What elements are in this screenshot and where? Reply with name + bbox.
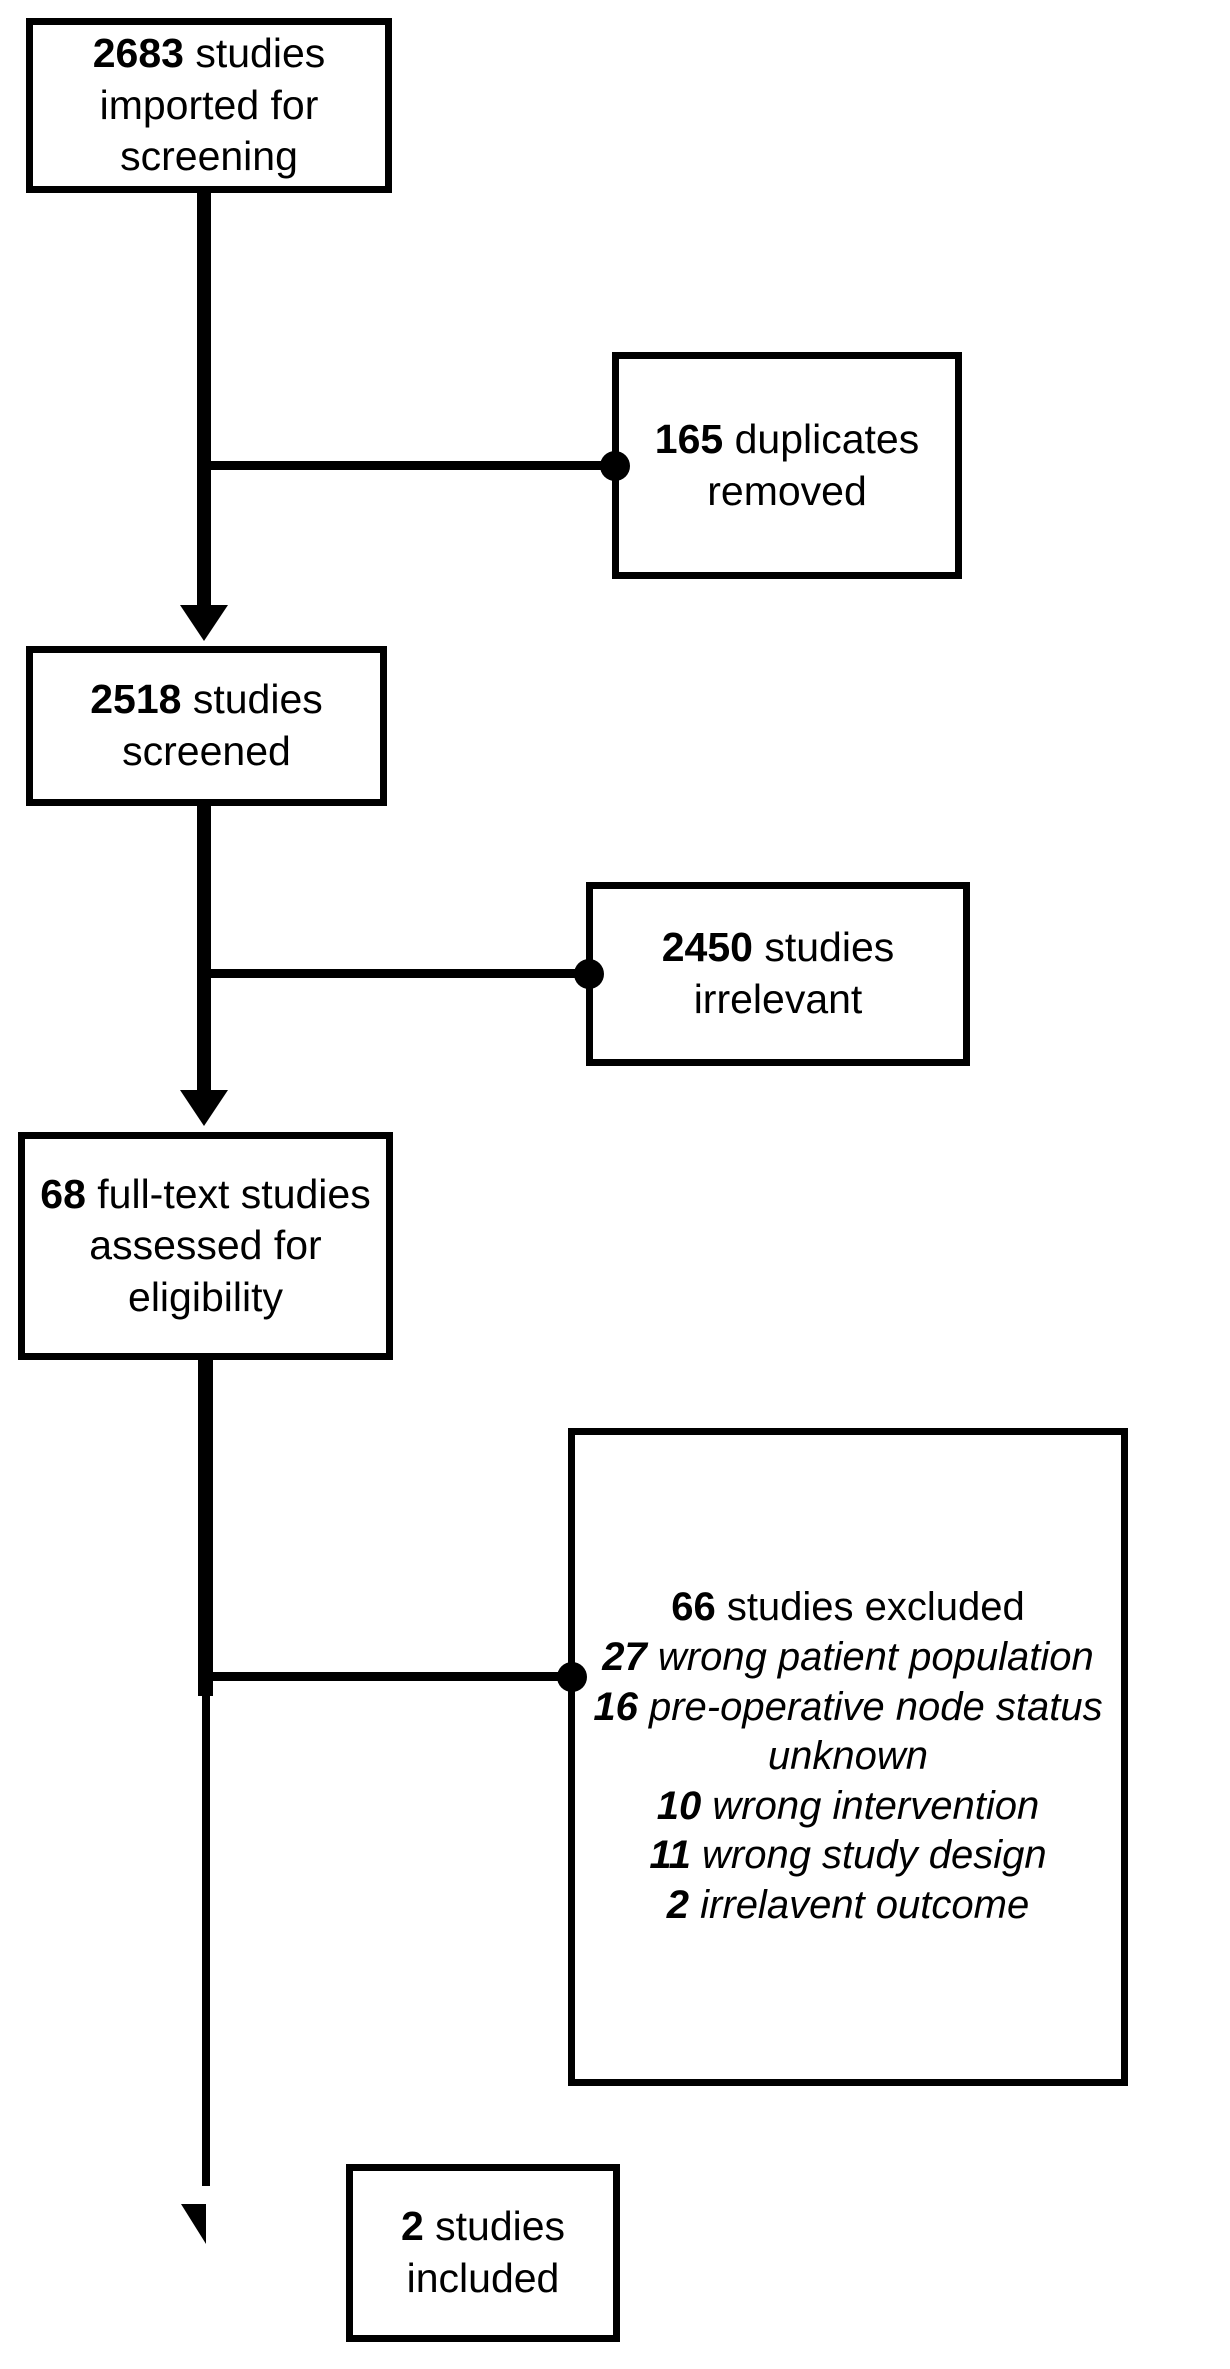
excluded-reason-0-count: 27 [602, 1635, 647, 1680]
excluded-reason-0-label: wrong patient population [646, 1635, 1094, 1680]
connector-fulltext-spine-upper [198, 1360, 213, 1696]
node-irrelevant-text: 2450 studies irrelevant [593, 922, 963, 1025]
node-duplicates-count: 165 [654, 415, 724, 462]
node-studies-excluded: 66 studies excluded 27 wrong patient pop… [568, 1428, 1128, 2086]
arrow-down-icon [180, 1090, 228, 1126]
excluded-reason-1-label: pre-operative node status unknown [637, 1684, 1103, 1779]
connector-ball-excluded [557, 1662, 587, 1692]
node-duplicates-removed: 165 duplicates removed [612, 352, 962, 579]
excluded-reason-4-label: irrelavent outcome [689, 1882, 1030, 1927]
node-studies-screened: 2518 studies screened [26, 646, 387, 806]
excluded-reason-1-count: 16 [593, 1684, 638, 1729]
node-duplicates-text: 165 duplicates removed [619, 414, 955, 517]
node-excluded-text: 66 studies excluded 27 wrong patient pop… [575, 1583, 1121, 1930]
node-screened-label: studies screened [122, 676, 323, 774]
connector-screened-to-irrelevant [203, 969, 599, 978]
excluded-reason-2: 10 wrong intervention [581, 1782, 1115, 1832]
excluded-reason-3-count: 11 [649, 1833, 691, 1878]
node-imported-text: 2683 studies imported for screening [33, 28, 385, 183]
node-studies-irrelevant: 2450 studies irrelevant [586, 882, 970, 1066]
arrow-down-icon [180, 605, 228, 641]
connector-imported-to-screened [197, 193, 211, 617]
excluded-header-label: studies excluded [715, 1585, 1025, 1630]
node-studies-imported: 2683 studies imported for screening [26, 18, 392, 193]
node-imported-count: 2683 [92, 30, 184, 77]
node-fulltext-label: full-text studies assessed for eligibili… [85, 1170, 371, 1320]
connector-ball-irrelevant [574, 959, 604, 989]
connector-ball-duplicates [600, 451, 630, 481]
node-fulltext-assessed: 68 full-text studies assessed for eligib… [18, 1132, 393, 1360]
node-fulltext-text: 68 full-text studies assessed for eligib… [25, 1169, 386, 1324]
excluded-reason-2-count: 10 [656, 1783, 702, 1828]
excluded-reason-4: 2 irrelavent outcome [581, 1881, 1115, 1931]
node-irrelevant-label: studies irrelevant [693, 924, 895, 1022]
node-fulltext-count: 68 [40, 1170, 86, 1217]
node-imported-label: studies imported for screening [99, 30, 326, 180]
node-screened-text: 2518 studies screened [33, 674, 380, 777]
excluded-reason-0: 27 wrong patient population [581, 1633, 1115, 1683]
excluded-reason-1: 16 pre-operative node status unknown [581, 1683, 1115, 1782]
excluded-reason-2-label: wrong intervention [701, 1783, 1040, 1828]
node-studies-included: 2 studies included [346, 2164, 620, 2342]
connector-fulltext-to-included [202, 1692, 210, 2186]
node-irrelevant-count: 2450 [661, 924, 753, 971]
node-included-label: studies included [406, 2203, 566, 2301]
arrow-down-left-icon [181, 2204, 206, 2244]
connector-screened-to-fulltext [197, 806, 211, 1102]
node-included-text: 2 studies included [353, 2201, 613, 2304]
excluded-header: 66 studies excluded [581, 1583, 1115, 1633]
excluded-header-count: 66 [671, 1585, 716, 1630]
connector-fulltext-to-excluded [206, 1672, 588, 1681]
node-included-count: 2 [400, 2203, 424, 2250]
excluded-reason-4-count: 2 [666, 1882, 690, 1927]
excluded-reason-3: 11 wrong study design [581, 1831, 1115, 1881]
node-duplicates-label: duplicates removed [707, 415, 920, 514]
node-screened-count: 2518 [90, 676, 182, 723]
connector-imported-to-duplicates [203, 461, 623, 470]
excluded-reason-3-label: wrong study design [690, 1833, 1047, 1878]
